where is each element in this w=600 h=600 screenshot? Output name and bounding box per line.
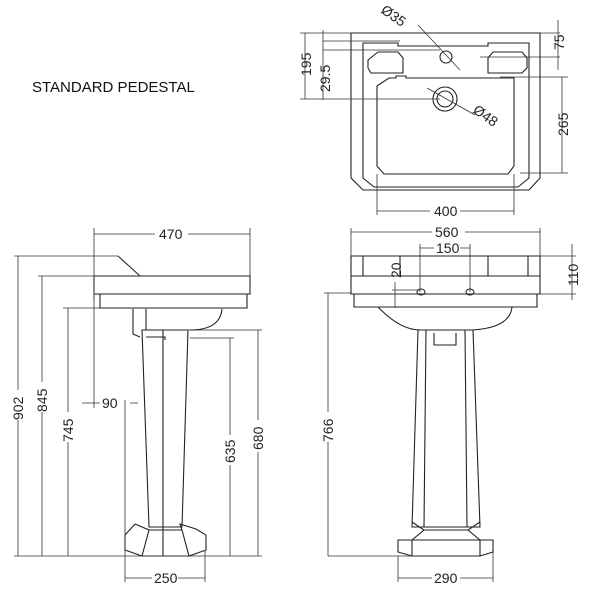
- dim-tap-hole: Ø35: [378, 1, 409, 29]
- dim-29-5: 29.5: [317, 65, 333, 92]
- splashback-slope: [117, 255, 141, 277]
- bowl-side: [132, 308, 223, 338]
- tap-hole-left: [416, 288, 426, 296]
- dim-470: 470: [159, 226, 183, 242]
- dim-110: 110: [565, 263, 581, 286]
- dim-250: 250: [154, 570, 178, 586]
- dim-745: 745: [60, 418, 76, 442]
- basin-slab-side: [93, 275, 251, 295]
- basin-rim-top: [362, 42, 530, 188]
- pedestal-front: [411, 329, 481, 528]
- dim-75: 75: [551, 34, 567, 50]
- tap-hole: [439, 50, 453, 64]
- dim-766: 766: [320, 418, 336, 442]
- dim-90: 90: [102, 395, 118, 411]
- dim-150: 150: [436, 240, 460, 256]
- basin-front-panels: [362, 256, 529, 276]
- basin-lower-side: [99, 293, 248, 309]
- basin-front: [350, 255, 541, 295]
- left-tap-ledge: [367, 51, 404, 74]
- right-tap-ledge: [487, 51, 528, 74]
- pedestal-side: [141, 329, 189, 556]
- dim-635: 635: [222, 439, 238, 463]
- dim-195: 195: [298, 52, 314, 76]
- dim-680: 680: [250, 426, 266, 450]
- dim-waste-hole: Ø48: [470, 101, 501, 129]
- dim-400: 400: [434, 203, 458, 219]
- dim-265: 265: [555, 112, 571, 136]
- dim-560: 560: [435, 224, 459, 240]
- drawing-title: STANDARD PEDESTAL: [32, 79, 195, 96]
- dim-845: 845: [34, 388, 50, 412]
- dim-902: 902: [10, 396, 26, 420]
- pedestal-base-side: [124, 523, 207, 557]
- dim-20: 20: [388, 262, 404, 278]
- bowl-top: [376, 75, 515, 175]
- pedestal-base-front: [397, 521, 494, 557]
- bowl-front: [377, 306, 513, 331]
- dim-290: 290: [434, 570, 458, 586]
- front-view: 560 150 20 110 766 290: [320, 224, 581, 586]
- top-view: Ø35 Ø48 195 29.5 75 265 400: [298, 1, 571, 219]
- side-view: 470 902 845 745 90 635 680 250: [10, 226, 266, 586]
- basin-lower-front: [353, 294, 538, 308]
